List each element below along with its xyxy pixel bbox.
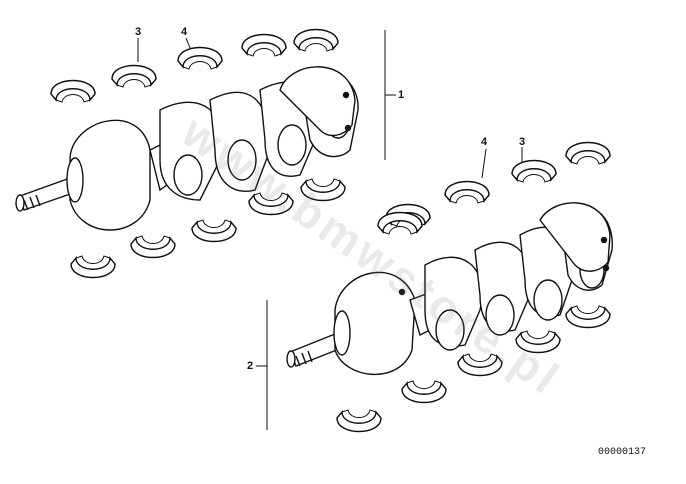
callout-3-lower: 3 bbox=[519, 136, 526, 148]
callout-2: 2 bbox=[247, 360, 254, 372]
diagram-id: 00000137 bbox=[597, 447, 646, 458]
callout-4-upper: 4 bbox=[181, 26, 188, 38]
callout-4-lower: 4 bbox=[481, 136, 488, 148]
crankshaft-lower bbox=[286, 202, 613, 376]
crankshaft-upper bbox=[15, 66, 359, 231]
callout-3-upper: 3 bbox=[135, 26, 142, 38]
callout-1: 1 bbox=[398, 89, 405, 101]
leader-lines bbox=[137, 30, 523, 430]
